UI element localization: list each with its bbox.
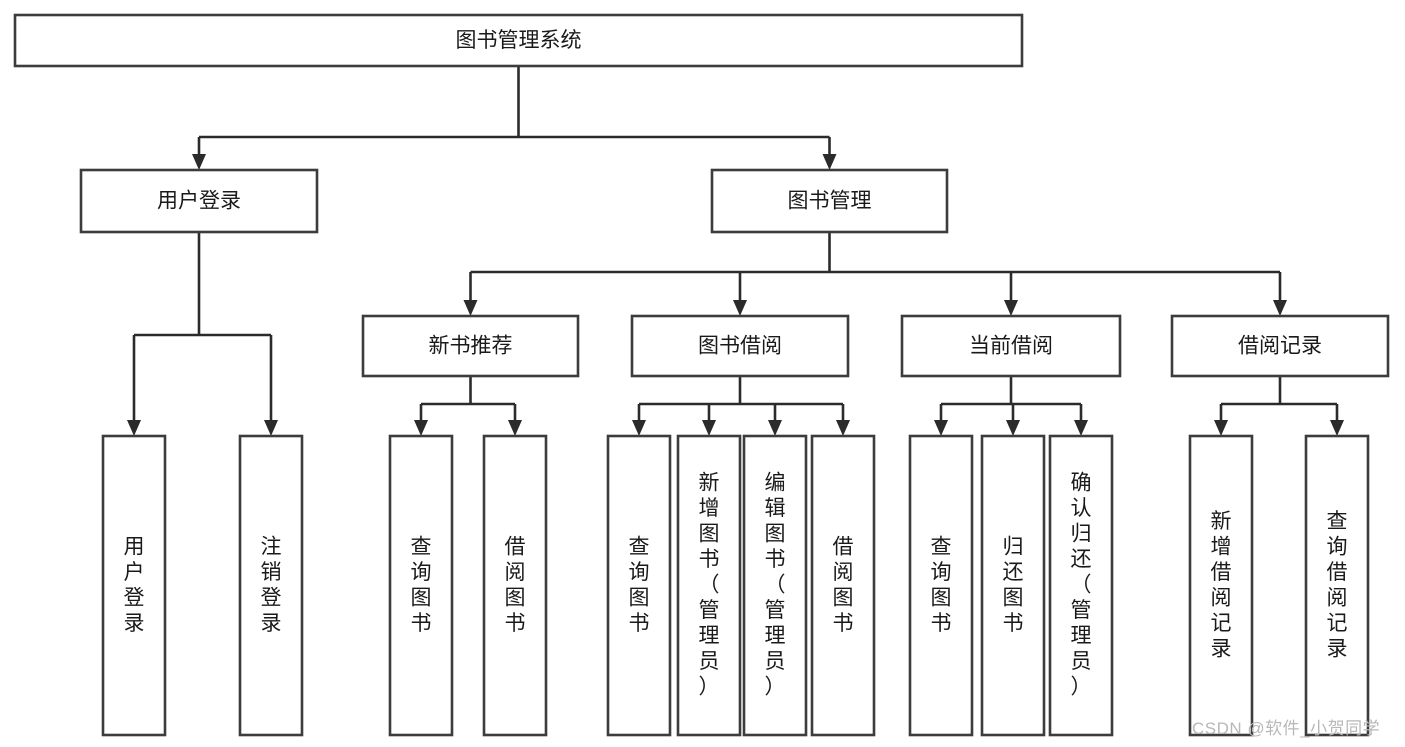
node-box[interactable] [388, 434, 454, 737]
node-label: 查询借阅记录 [1327, 510, 1348, 661]
node-label: 当前借阅 [969, 335, 1053, 358]
node-box[interactable] [1188, 434, 1254, 737]
node-label: 查询图书 [931, 535, 952, 635]
node-box[interactable] [676, 434, 742, 737]
node-box[interactable] [13, 13, 1024, 68]
node-new-book-rec[interactable]: 新书推荐 [361, 314, 580, 378]
node-box[interactable] [1304, 434, 1370, 737]
node-leaf-edit-book[interactable]: 编辑图书（管理员） [742, 434, 808, 737]
arrow-head-icon [934, 420, 948, 436]
node-box[interactable] [630, 314, 850, 378]
arrow-head-icon [1006, 420, 1020, 436]
arrow-head-icon [1330, 420, 1344, 436]
node-book-borrow[interactable]: 图书借阅 [630, 314, 850, 378]
arrow-head-icon [1214, 420, 1228, 436]
node-root[interactable]: 图书管理系统 [13, 13, 1024, 68]
arrow-head-icon [414, 420, 428, 436]
arrow-head-icon [463, 300, 478, 316]
node-label: 图书管理系统 [456, 29, 582, 52]
node-box[interactable] [900, 314, 1122, 378]
node-leaf-borrow-book-1[interactable]: 借阅图书 [482, 434, 548, 737]
node-box[interactable] [361, 314, 580, 378]
node-current-borrow[interactable]: 当前借阅 [900, 314, 1122, 378]
arrow-head-icon [127, 420, 141, 436]
node-label: 查询图书 [411, 535, 432, 635]
node-label: 确认归还（管理员） [1071, 472, 1092, 699]
node-leaf-query-book-2[interactable]: 查询图书 [606, 434, 672, 737]
node-label: 借阅图书 [505, 535, 526, 635]
node-label: 借阅记录 [1238, 335, 1322, 358]
node-box[interactable] [1048, 434, 1114, 737]
node-leaf-add-record[interactable]: 新增借阅记录 [1188, 434, 1254, 737]
node-leaf-confirm-return[interactable]: 确认归还（管理员） [1048, 434, 1114, 737]
node-label: 注销登录 [261, 535, 282, 635]
arrow-head-icon [822, 154, 837, 170]
node-leaf-borrow-book-2[interactable]: 借阅图书 [810, 434, 876, 737]
node-leaf-query-book-1[interactable]: 查询图书 [388, 434, 454, 737]
node-box[interactable] [606, 434, 672, 737]
arrow-head-icon [192, 154, 206, 170]
node-label: 新书推荐 [429, 335, 513, 358]
arrow-head-icon [702, 420, 716, 436]
node-leaf-query-book-3[interactable]: 查询图书 [908, 434, 974, 737]
node-leaf-query-record[interactable]: 查询借阅记录 [1304, 434, 1370, 737]
node-label: 借阅图书 [833, 535, 854, 635]
node-leaf-logout[interactable]: 注销登录 [238, 434, 304, 737]
arrow-head-icon [264, 420, 278, 436]
node-label: 用户登录 [157, 190, 241, 213]
node-leaf-return-book[interactable]: 归还图书 [980, 434, 1046, 737]
arrow-head-icon [768, 420, 782, 436]
node-box[interactable] [710, 168, 949, 234]
node-box[interactable] [101, 434, 167, 737]
node-leaf-user-login[interactable]: 用户登录 [101, 434, 167, 737]
arrow-head-icon [508, 420, 522, 436]
node-box[interactable] [238, 434, 304, 737]
node-layer: 图书管理系统用户登录图书管理新书推荐图书借阅当前借阅借阅记录用户登录注销登录查询… [13, 13, 1390, 737]
node-label: 归还图书 [1003, 535, 1024, 635]
connector-layer [127, 66, 1344, 436]
node-box[interactable] [908, 434, 974, 737]
node-leaf-add-book[interactable]: 新增图书（管理员） [676, 434, 742, 737]
arrow-head-icon [836, 420, 850, 436]
node-label: 新增借阅记录 [1211, 510, 1232, 661]
node-label: 新增图书（管理员） [699, 472, 720, 699]
node-box[interactable] [79, 168, 319, 234]
arrow-head-icon [1004, 300, 1018, 316]
node-book-manage[interactable]: 图书管理 [710, 168, 949, 234]
node-box[interactable] [980, 434, 1046, 737]
node-label: 查询图书 [629, 535, 650, 635]
node-user-login[interactable]: 用户登录 [79, 168, 319, 234]
arrow-head-icon [632, 420, 646, 436]
node-box[interactable] [742, 434, 808, 737]
node-box[interactable] [1170, 314, 1390, 378]
node-label: 图书借阅 [698, 335, 782, 358]
node-label: 用户登录 [124, 535, 145, 635]
arrow-head-icon [1273, 300, 1287, 316]
node-box[interactable] [810, 434, 876, 737]
arrow-head-icon [1074, 420, 1088, 436]
node-label: 图书管理 [788, 190, 872, 213]
arrow-head-icon [733, 300, 747, 316]
node-borrow-record[interactable]: 借阅记录 [1170, 314, 1390, 378]
node-box[interactable] [482, 434, 548, 737]
node-label: 编辑图书（管理员） [765, 472, 786, 699]
